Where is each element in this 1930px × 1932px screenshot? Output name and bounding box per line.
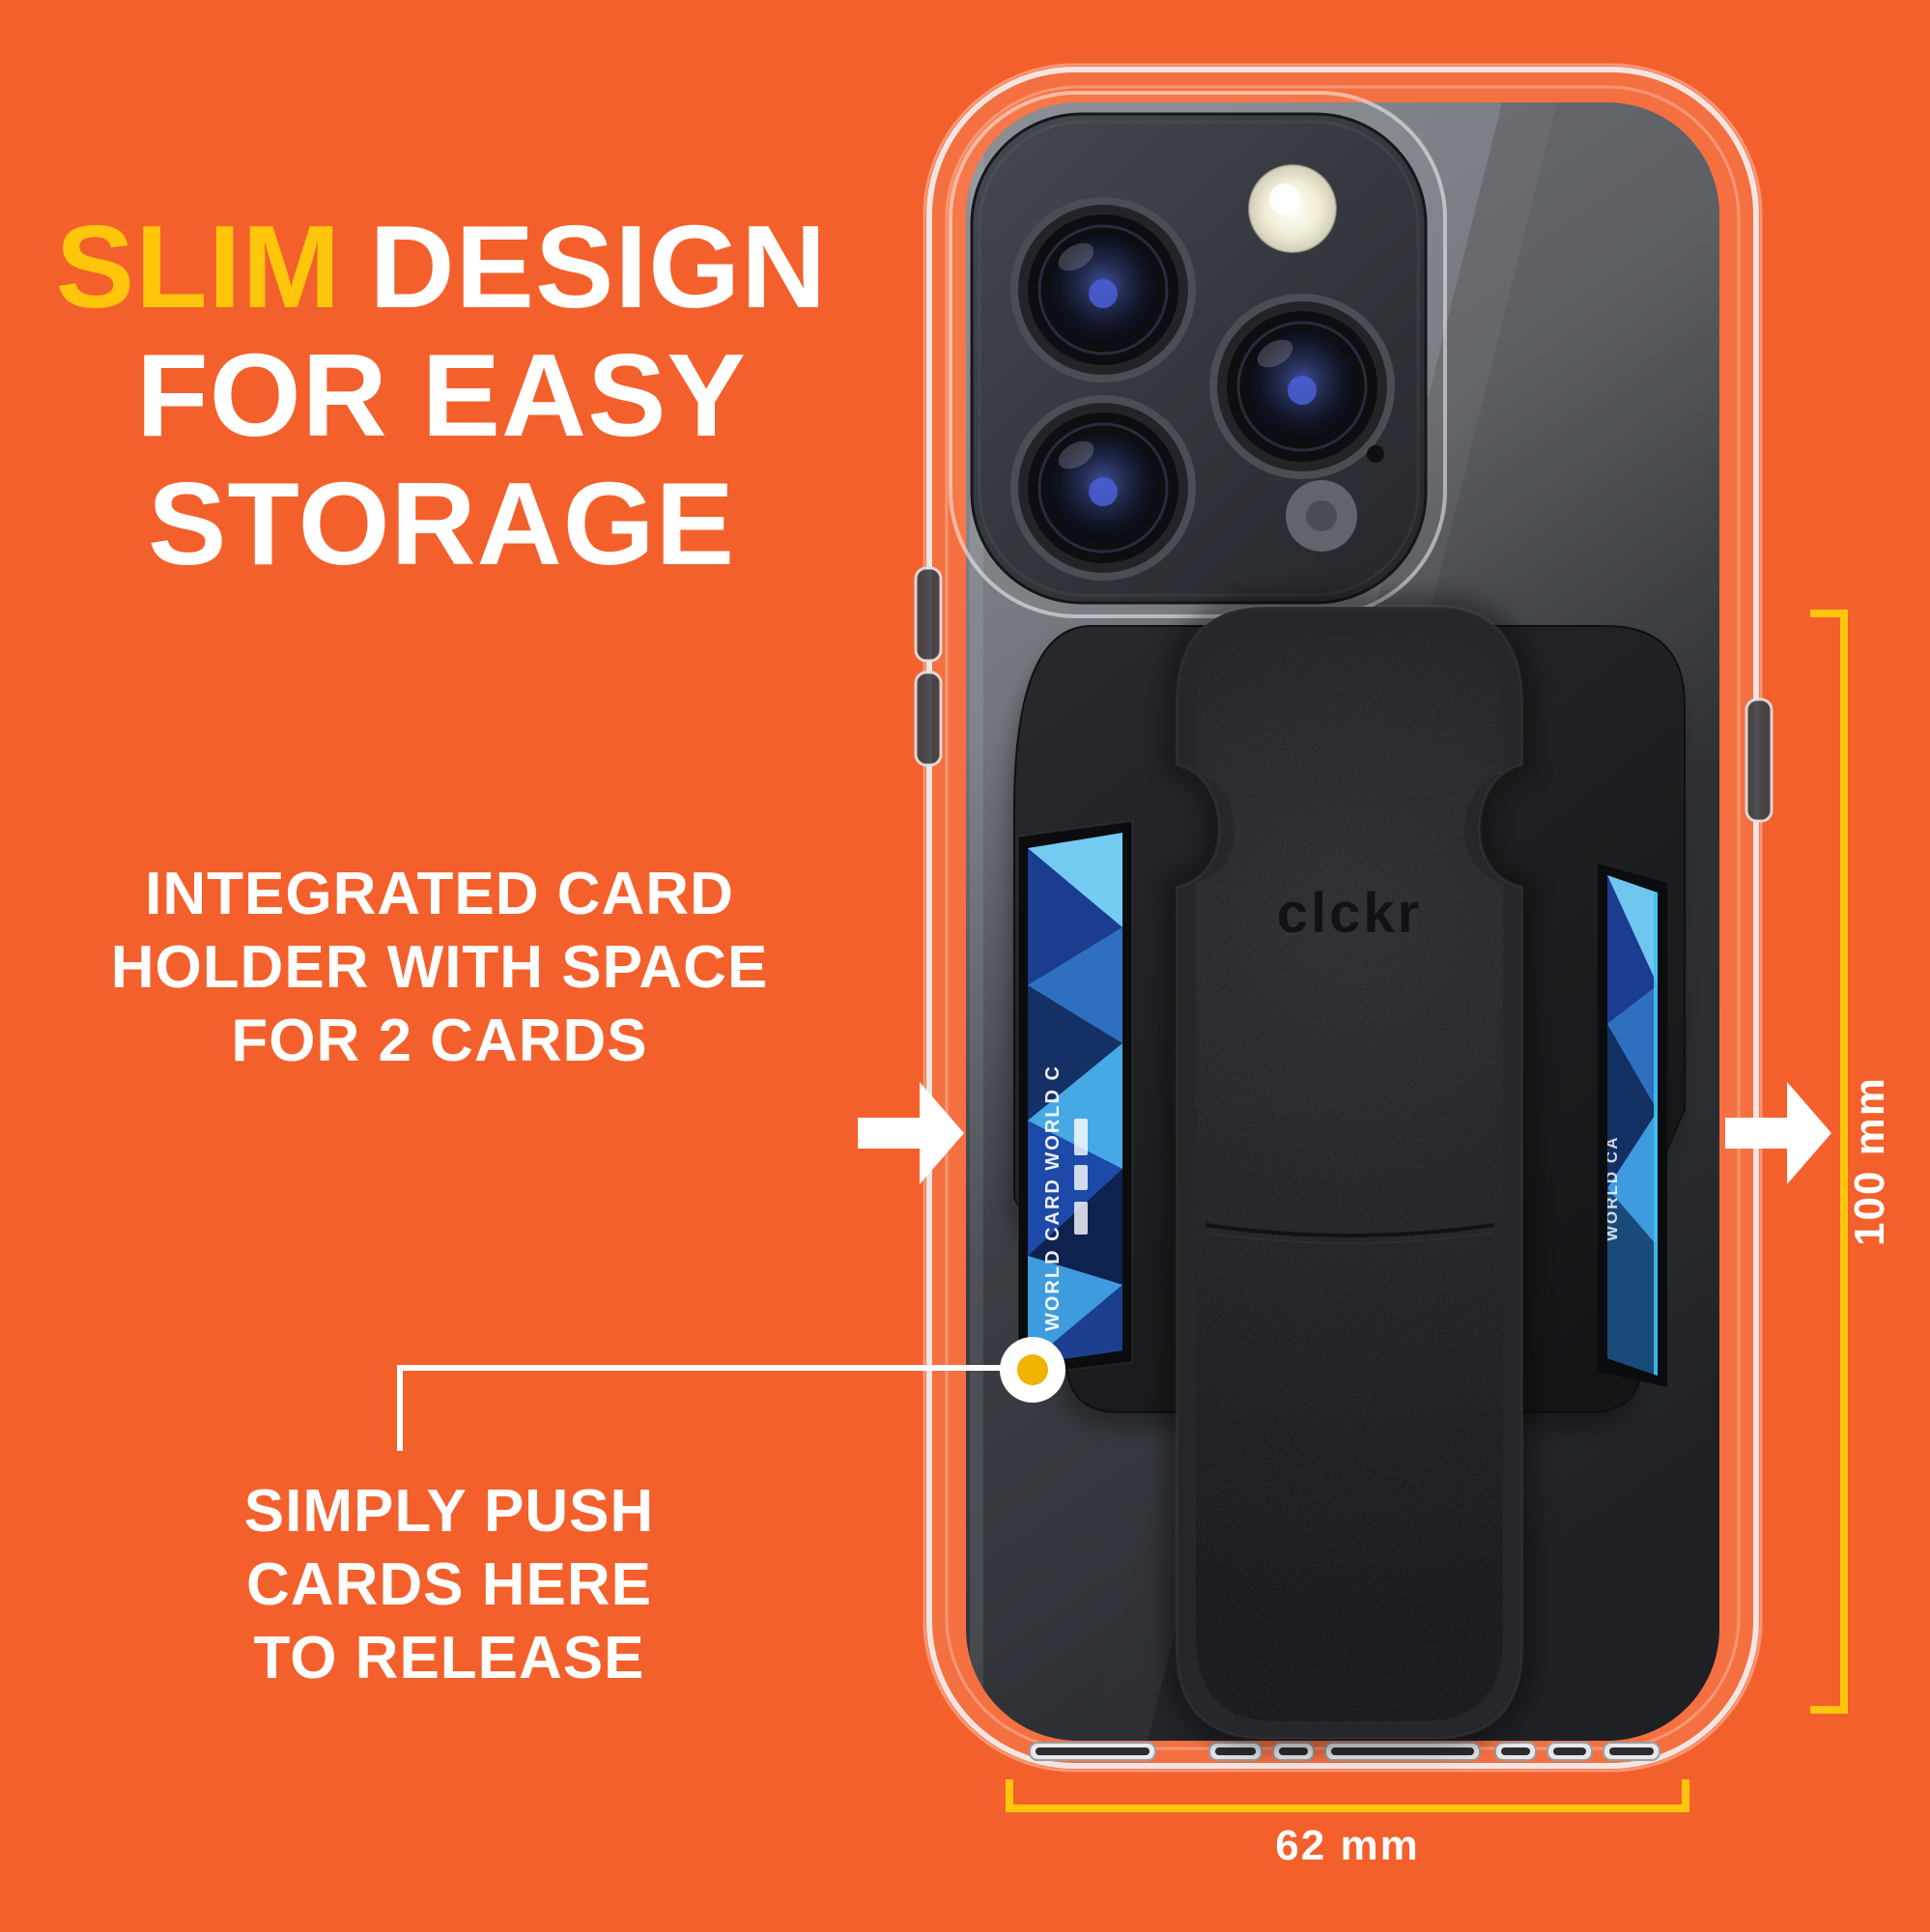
feature-push-release: SIMPLY PUSH CARDS HERE TO RELEASE	[174, 1475, 724, 1695]
camera-lens-top-left	[1010, 197, 1196, 383]
volume-up-button	[914, 566, 943, 663]
callout-dot	[1017, 1354, 1048, 1385]
arrow-right-icon-left-slot	[858, 1082, 964, 1184]
card-right: WORLD CA	[1603, 875, 1658, 1376]
height-label: 100 mm	[1846, 1076, 1893, 1246]
mic-dot	[1367, 445, 1384, 463]
feature-card-holder-line-3: FOR 2 CARDS	[231, 1008, 648, 1074]
brand-deboss: clckr	[1277, 882, 1422, 945]
card-holder: WORLD CARD WORLD C WORLD	[1008, 594, 1686, 1751]
feature-card-holder: INTEGRATED CARD HOLDER WITH SPACE FOR 2 …	[89, 858, 790, 1078]
card-left-text: WORLD CARD WORLD C	[1042, 1065, 1064, 1331]
strap-crease	[1205, 1223, 1494, 1237]
card-left: WORLD CARD WORLD C	[1028, 833, 1122, 1364]
card-slot-left: WORLD CARD WORLD C	[1017, 819, 1133, 1378]
width-bracket	[1006, 1779, 1689, 1812]
camera-lens-bottom-left	[1010, 395, 1196, 581]
power-button	[1745, 697, 1774, 823]
width-measurement: 62 mm	[1006, 1779, 1689, 1869]
headline-line-3: STORAGE	[147, 458, 736, 589]
height-measurement: 100 mm	[1810, 610, 1893, 1714]
feature-push-release-line-3: TO RELEASE	[253, 1625, 645, 1691]
headline-line-2: FOR EASY	[136, 329, 747, 461]
feature-card-holder-line-2: HOLDER WITH SPACE	[110, 934, 769, 1001]
leather-grain	[1196, 639, 1503, 1721]
svg-text:clckr: clckr	[1277, 885, 1422, 948]
feature-card-holder-line-1: INTEGRATED CARD	[145, 861, 734, 927]
width-label: 62 mm	[1275, 1822, 1419, 1869]
volume-down-button	[914, 670, 943, 767]
feature-push-release-line-1: SIMPLY PUSH	[243, 1478, 655, 1545]
card-left-bold-marks	[1074, 1119, 1088, 1235]
camera-module	[949, 91, 1447, 618]
headline-rest: DESIGN	[369, 201, 828, 332]
camera-lens-right	[1209, 294, 1395, 479]
card-right-text: WORLD CA	[1603, 1136, 1621, 1241]
height-bracket	[1810, 610, 1848, 1714]
feature-push-release-line-2: CARDS HERE	[246, 1551, 652, 1618]
headline-accent: SLIM	[55, 201, 342, 332]
arrow-right-icon-right-slot	[1725, 1082, 1831, 1184]
card-slot-right: WORLD CA	[1598, 864, 1667, 1387]
grip-strap: clckr clckr	[1164, 594, 1535, 1751]
side-buttons	[914, 566, 1774, 823]
flash-led	[1248, 164, 1337, 253]
push-callout	[397, 1337, 1065, 1451]
